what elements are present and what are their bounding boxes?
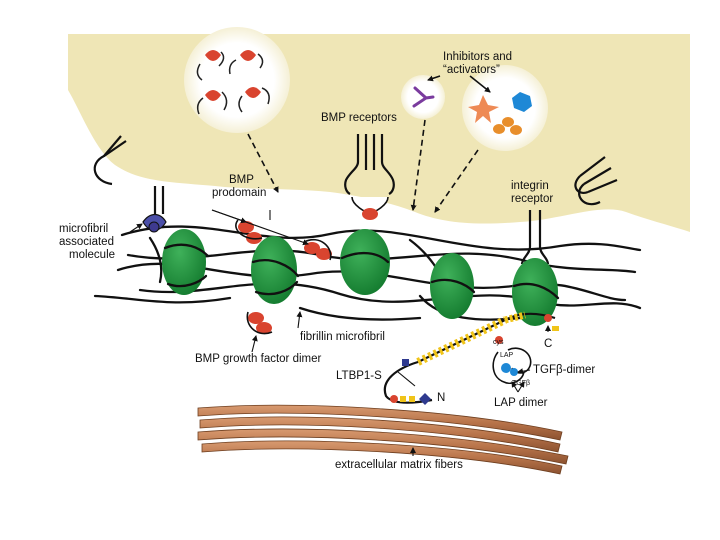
lap-small-label: LAP: [500, 352, 514, 359]
bmp-growth-factor-dimer: [246, 311, 273, 335]
integrin-label-line1: integrin: [511, 180, 549, 192]
activators-label-text: “activators”: [443, 64, 500, 76]
ltbp1s-label: LTBP1-S: [336, 370, 382, 382]
dashed-arrows: [247, 75, 491, 213]
activator-star-icon: [468, 95, 499, 123]
integrin-label-line2: receptor: [511, 193, 553, 205]
microfibril-associated-molecule: [142, 186, 167, 233]
microfibril-label-line2: associated: [59, 236, 114, 248]
bmp-on-receptor: [351, 196, 389, 220]
fibrillin-bead: [430, 253, 474, 319]
fibrillin-microfibril-label: fibrillin microfibril: [300, 331, 385, 343]
bmp-receptors-label: BMP receptors: [321, 112, 397, 124]
lap-dimer-label: LAP dimer: [494, 397, 548, 409]
tgfb-lap-complex: [492, 347, 532, 385]
bmp-complex-icon: [196, 50, 225, 81]
bmp-complex-icon: [238, 87, 270, 113]
bmp-prodomain-complex: [303, 238, 332, 261]
activator-trefoil-icon: [493, 117, 522, 135]
bmp-complex-icon: [228, 50, 264, 75]
ecm-fibers-label: extracellular matrix fibers: [335, 459, 463, 471]
extracellular-matrix-fibers: [197, 404, 569, 475]
fibrillin-microfibril: [93, 225, 642, 326]
cys-small-label: cys: [493, 339, 504, 346]
fibrillin-bead: [251, 236, 297, 304]
inhibitor-bubble-large: [462, 65, 548, 151]
tgfb-dimer-label: TGFβ-dimer: [533, 364, 595, 376]
n-terminus-label: N: [437, 392, 445, 404]
microfibril-label-line1: microfibril: [59, 223, 108, 235]
inhibitors-label: Inhibitors and: [443, 51, 512, 63]
microfibril-label-line3: molecule: [69, 249, 115, 261]
c-terminus-label: C: [544, 338, 552, 350]
leader-lines: [129, 209, 551, 456]
inhibitor-icon: [412, 86, 435, 108]
fibrillin-bead: [512, 258, 558, 326]
bmp-growth-factor-dimer-label: BMP growth factor dimer: [195, 353, 322, 365]
bmp-complex-icon: [196, 90, 228, 115]
bmp-prodomain-label-line1: BMP: [229, 174, 254, 186]
receptor-right: [574, 156, 618, 206]
fibrillin-bead: [340, 229, 390, 295]
bmp-receptor: [344, 134, 395, 195]
activator-hexagon-icon: [512, 92, 532, 112]
ltbp1s: [383, 311, 559, 405]
inhibitor-bubble-small: [401, 75, 445, 119]
bmp-prodomain-complex: [235, 219, 263, 244]
bmp-complex-bubble: [184, 27, 290, 133]
receptor-left: [93, 135, 127, 186]
tgfb-small-label: TGFβ: [512, 380, 530, 387]
bmp-prodomain-label-line2: prodomain: [212, 187, 266, 199]
